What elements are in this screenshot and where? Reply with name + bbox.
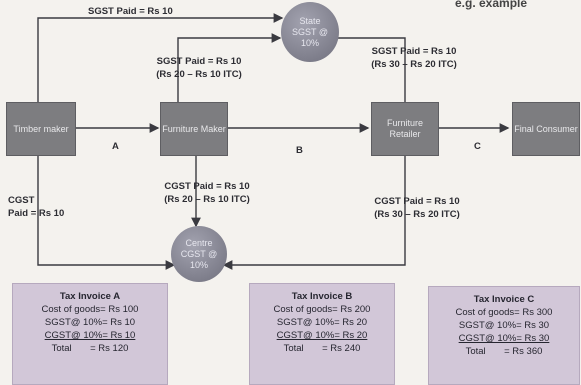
diagram-title: e.g. example <box>455 0 528 10</box>
state-sgst-node: State SGST @ 10% <box>281 2 339 62</box>
invoice-b-total: Total = Rs 240 <box>283 343 361 354</box>
final-consumer-node: Final Consumer <box>512 102 580 156</box>
sgst-retailer-line-1: SGST Paid = Rs 10 <box>371 46 457 57</box>
cgst-retailer-label: CGST Paid = Rs 10 (Rs 30 – Rs 20 ITC) <box>358 195 476 221</box>
cgst-retailer-line-2: (Rs 30 – Rs 20 ITC) <box>374 209 460 220</box>
invoice-a-cost: Cost of goods= Rs 100 <box>41 304 139 315</box>
invoice-c-cgst: CGST@ 10%= Rs 30 <box>458 333 550 344</box>
arrow-sgst-timber <box>37 13 284 102</box>
invoice-a-title: Tax Invoice A <box>59 291 121 302</box>
invoice-c-title: Tax Invoice C <box>473 294 535 305</box>
centre-cgst-node: Centre CGST @ 10% <box>171 226 227 282</box>
arrow-sgst-maker <box>177 33 282 102</box>
edge-label-a: A <box>112 141 119 152</box>
invoice-a-sgst: SGST@ 10%= Rs 10 <box>44 317 136 328</box>
invoice-b-title: Tax Invoice B <box>291 291 353 302</box>
furniture-maker-node: Furniture Maker <box>160 102 228 156</box>
arrow-sgst-retailer <box>324 33 406 102</box>
invoice-a-cgst: CGST@ 10%= Rs 10 <box>44 330 136 341</box>
tax-invoice-c: Tax Invoice C Cost of goods= Rs 300 SGST… <box>428 286 580 385</box>
sgst-retailer-line-2: (Rs 30 – Rs 20 ITC) <box>371 59 457 70</box>
sgst-timber-label: SGST Paid = Rs 10 <box>88 6 173 17</box>
edge-label-c: C <box>474 141 481 152</box>
timber-maker-node: Timber maker <box>6 102 76 156</box>
invoice-a-total: Total = Rs 120 <box>51 343 129 354</box>
cgst-maker-label: CGST Paid = Rs 10 (Rs 20 – Rs 10 ITC) <box>148 180 266 206</box>
cgst-maker-line-2: (Rs 20 – Rs 10 ITC) <box>164 194 250 205</box>
furniture-retailer-node: Furniture Retailer <box>371 102 439 156</box>
cgst-retailer-line-1: CGST Paid = Rs 10 <box>374 196 460 207</box>
invoice-c-sgst: SGST@ 10%= Rs 30 <box>458 320 550 331</box>
sgst-retailer-label: SGST Paid = Rs 10 (Rs 30 – Rs 20 ITC) <box>355 45 473 71</box>
invoice-c-total: Total = Rs 360 <box>465 346 543 357</box>
invoice-c-cost: Cost of goods= Rs 300 <box>455 307 553 318</box>
invoice-b-cost: Cost of goods= Rs 200 <box>273 304 371 315</box>
tax-invoice-a: Tax Invoice A Cost of goods= Rs 100 SGST… <box>12 283 168 385</box>
arrow-cgst-retailer <box>222 156 406 270</box>
invoice-b-cgst: CGST@ 10%= Rs 20 <box>276 330 368 341</box>
cgst-timber-line-1: CGST <box>8 195 35 206</box>
cgst-timber-label: CGST Paid = Rs 10 <box>8 194 64 220</box>
sgst-maker-label: SGST Paid = Rs 10 (Rs 20 – Rs 10 ITC) <box>140 55 258 81</box>
cgst-timber-line-2: Paid = Rs 10 <box>8 208 65 219</box>
invoice-b-sgst: SGST@ 10%= Rs 20 <box>276 317 368 328</box>
sgst-maker-line-1: SGST Paid = Rs 10 <box>156 56 242 67</box>
cgst-maker-line-1: CGST Paid = Rs 10 <box>164 181 250 192</box>
tax-invoice-b: Tax Invoice B Cost of goods= Rs 200 SGST… <box>249 283 395 385</box>
edge-label-b: B <box>296 145 303 156</box>
arrow-cgst-timber <box>37 156 176 270</box>
sgst-maker-line-2: (Rs 20 – Rs 10 ITC) <box>156 69 242 80</box>
